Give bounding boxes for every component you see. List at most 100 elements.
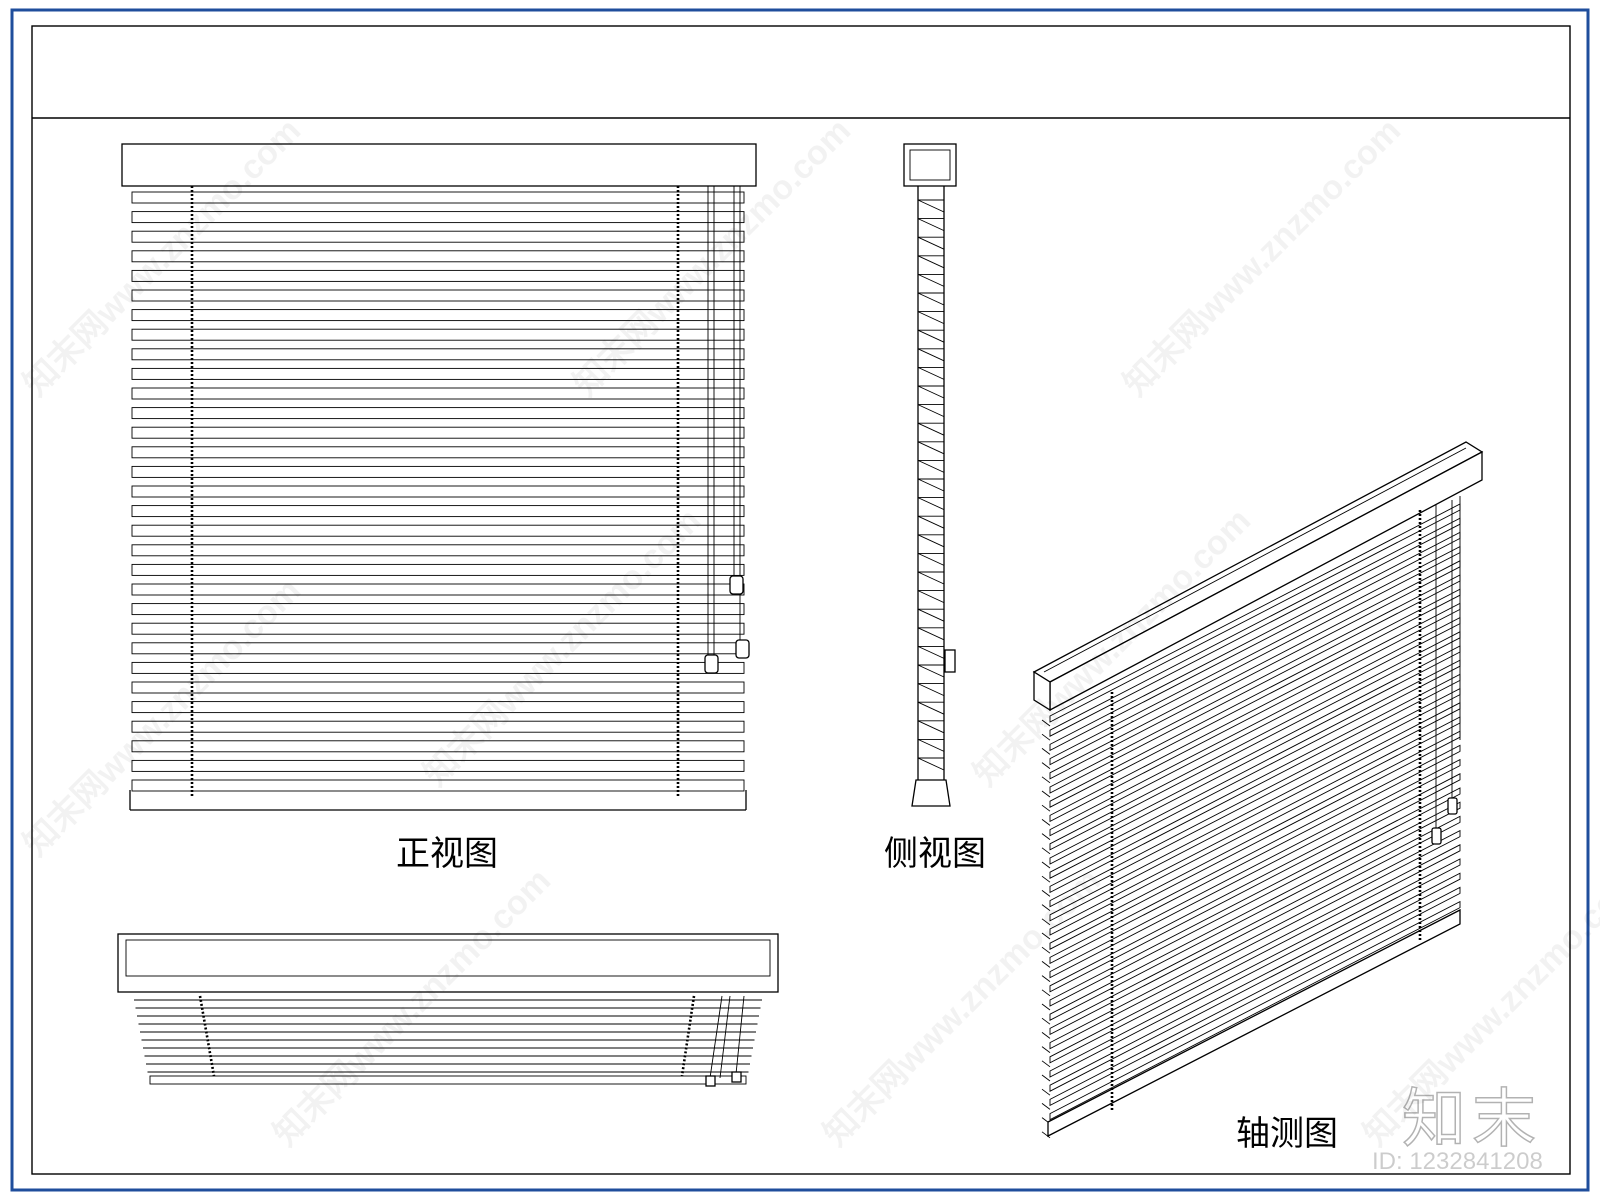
top-ladder-cord-left bbox=[198, 995, 216, 1077]
front-slat bbox=[131, 622, 745, 635]
side-ladder-rung bbox=[917, 441, 945, 455]
axo-slat-edge bbox=[1041, 961, 1051, 968]
axo-slat-edge bbox=[1041, 1103, 1051, 1110]
axonometric-view-caption: 轴测图 bbox=[1236, 1114, 1338, 1154]
axo-slat bbox=[1049, 844, 1461, 1064]
front-view-caption: 正视图 bbox=[396, 834, 498, 874]
side-ladder-rung bbox=[917, 683, 945, 697]
front-slat bbox=[131, 583, 745, 596]
top-cord-tassel-1 bbox=[705, 1075, 716, 1087]
axo-cord-tassel-2 bbox=[1447, 797, 1458, 815]
front-slat bbox=[131, 544, 745, 557]
top-pull-cord-3 bbox=[735, 995, 745, 1075]
side-headrail bbox=[903, 143, 957, 187]
axo-slat-edge bbox=[1041, 932, 1051, 940]
side-ladder-rung bbox=[917, 292, 945, 306]
side-ladder-rung bbox=[917, 534, 945, 548]
side-ladder-rung bbox=[917, 645, 945, 659]
side-cord-tassel bbox=[944, 649, 956, 673]
axo-slat-edge bbox=[1041, 790, 1051, 798]
side-ladder-rung bbox=[917, 552, 945, 566]
top-cord-tassel-2 bbox=[731, 1071, 742, 1083]
axo-slat-edge bbox=[1041, 847, 1051, 855]
axonometric-view bbox=[1032, 441, 1484, 1139]
top-headrail-inner bbox=[125, 939, 771, 977]
side-ladder-rung bbox=[917, 311, 945, 325]
front-headrail bbox=[121, 143, 757, 187]
side-ladder-rung bbox=[917, 404, 945, 418]
axo-slat bbox=[1049, 858, 1461, 1078]
axo-cord-tassel-1 bbox=[1431, 827, 1442, 845]
axo-headrail-channel bbox=[1043, 447, 1467, 673]
side-ladder-rung bbox=[917, 757, 945, 771]
image-id-label: ID: 1232841208 bbox=[1372, 1148, 1543, 1175]
axo-slat-edge bbox=[1041, 1017, 1051, 1025]
side-view bbox=[903, 143, 957, 807]
side-ladder-rung bbox=[917, 218, 945, 232]
side-ladder-rung bbox=[917, 627, 945, 641]
axo-slat-edge bbox=[1041, 861, 1051, 869]
front-view bbox=[121, 143, 757, 811]
front-slat bbox=[131, 328, 745, 341]
side-ladder-rung bbox=[917, 590, 945, 604]
front-slat bbox=[131, 289, 745, 302]
axo-slat bbox=[1049, 900, 1461, 1121]
front-slat bbox=[131, 426, 745, 439]
axo-slat-edge bbox=[1041, 762, 1051, 769]
side-ladder-rung bbox=[917, 422, 945, 436]
front-cord-tassel-1 bbox=[704, 654, 719, 674]
front-slat bbox=[131, 250, 745, 263]
front-slat bbox=[131, 740, 745, 753]
front-slat bbox=[131, 367, 745, 380]
axo-slat-edge bbox=[1041, 1074, 1051, 1082]
side-ladder-rung bbox=[917, 478, 945, 492]
axo-slat-edge bbox=[1041, 975, 1051, 982]
side-headrail-inner bbox=[909, 149, 951, 181]
side-ladder-rung bbox=[917, 459, 945, 473]
side-ladder-rungs bbox=[917, 199, 945, 771]
front-slat bbox=[131, 701, 745, 714]
top-bottom-rail bbox=[149, 1075, 747, 1085]
front-slat bbox=[131, 446, 745, 459]
front-slat bbox=[131, 603, 745, 616]
front-slat bbox=[131, 779, 745, 792]
axo-slat-edge bbox=[1041, 804, 1051, 812]
front-cord-tassel-3 bbox=[735, 639, 750, 659]
side-ladder-rung bbox=[917, 236, 945, 250]
side-ladder-rung bbox=[917, 664, 945, 678]
side-ladder-rung bbox=[917, 738, 945, 752]
side-ladder-rung bbox=[917, 273, 945, 287]
side-ladder-rung bbox=[917, 199, 945, 213]
axo-slat bbox=[1049, 872, 1461, 1092]
axo-slat bbox=[1049, 744, 1461, 965]
axo-slat bbox=[1049, 886, 1461, 1107]
sheet-outer-border bbox=[10, 8, 1590, 1192]
axo-slat-edge bbox=[1041, 918, 1051, 926]
axo-slat-edge bbox=[1041, 748, 1051, 755]
axo-slat bbox=[1049, 801, 1461, 1021]
front-slat bbox=[131, 759, 745, 772]
axo-slat-edge bbox=[1041, 1131, 1051, 1139]
front-slat bbox=[131, 309, 745, 322]
side-ladder-rung bbox=[917, 701, 945, 715]
front-slat bbox=[131, 505, 745, 518]
top-headrail bbox=[117, 933, 779, 993]
axo-slat-edge bbox=[1041, 989, 1051, 997]
front-cord-tassel-2 bbox=[729, 575, 744, 595]
front-slat bbox=[131, 211, 745, 224]
side-ladder-rung bbox=[917, 366, 945, 380]
front-slat bbox=[131, 387, 745, 400]
front-slat bbox=[131, 720, 745, 733]
axo-bottom-rail bbox=[1047, 908, 1461, 1138]
front-slat bbox=[131, 485, 745, 498]
front-slat bbox=[131, 191, 745, 204]
front-slat bbox=[131, 524, 745, 537]
axo-slat-edge bbox=[1041, 875, 1051, 883]
side-bottom-rail bbox=[911, 779, 951, 807]
axo-slat bbox=[1049, 815, 1461, 1036]
axo-slat bbox=[1049, 773, 1461, 993]
top-slats bbox=[134, 999, 762, 1085]
top-pull-cord-1 bbox=[709, 995, 723, 1079]
brand-logo-watermark: 知末 bbox=[1401, 1082, 1542, 1158]
